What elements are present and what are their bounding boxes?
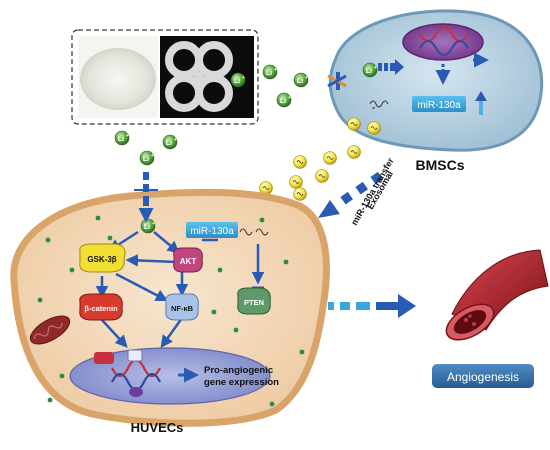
- cytoplasm-dot: [95, 215, 101, 221]
- angiogenesis-badge: Angiogenesis: [432, 364, 534, 388]
- svg-text:Li: Li: [234, 78, 240, 85]
- svg-text:NF-κB: NF-κB: [171, 304, 194, 313]
- cytoplasm-dot: [47, 397, 53, 403]
- cytoplasm-dot: [59, 373, 65, 379]
- dashed-frame: [71, 29, 259, 125]
- svg-text:Li: Li: [143, 156, 149, 163]
- bmsc-nucleus: [402, 23, 484, 61]
- huvec-mirna-strands: [239, 228, 269, 236]
- bmsc-dna-icon: [419, 26, 469, 56]
- angiogenesis-arrow: [328, 294, 416, 318]
- svg-text:PTEN: PTEN: [244, 298, 264, 307]
- svg-text:Li: Li: [366, 68, 372, 75]
- cytoplasm-dot: [299, 349, 305, 355]
- li-ion-icon: Li+: [139, 150, 155, 166]
- li-ion-icon: Li+: [114, 130, 130, 146]
- exosome-icon: [367, 121, 381, 135]
- signaling-arrows: [95, 230, 265, 349]
- bmscs-label: BMSCs: [415, 157, 464, 173]
- cytoplasm-dot: [283, 259, 289, 265]
- svg-text:+: +: [374, 65, 377, 71]
- li-ion-icon: Li+: [293, 72, 309, 88]
- huvec-receptor: [134, 172, 158, 206]
- exosome-icon: [293, 155, 307, 169]
- bmsc-receptor: [327, 72, 347, 90]
- li-ion-icon: Li+: [362, 62, 378, 78]
- lithium-ions: Li+Li+Li+Li+Li+Li+Li+Li+Li+: [114, 62, 378, 234]
- scaffold-images-panel: [71, 29, 259, 125]
- cytoplasm-dot: [233, 327, 239, 333]
- blood-vessel-icon: [445, 249, 549, 341]
- svg-text:miR-130a: miR-130a: [417, 100, 461, 111]
- li-ion-icon: Li+: [276, 92, 292, 108]
- li-to-bmsc-arrow: [378, 59, 404, 75]
- beta-catenin-protein: β-catenin: [79, 293, 123, 321]
- huvecs-label: HUVECs: [131, 420, 184, 435]
- svg-text:Li: Li: [118, 136, 124, 143]
- svg-text:β-catenin: β-catenin: [84, 304, 118, 313]
- huvec-dna-icon: [94, 349, 161, 397]
- cytoplasm-dot: [107, 235, 113, 241]
- svg-text:+: +: [126, 133, 129, 139]
- bmsc-cell: miR-130a BMSCs: [327, 9, 544, 173]
- exosome-icon: [323, 151, 337, 165]
- gene-expression-line2: gene expression: [204, 377, 279, 388]
- exosome-icon: [293, 187, 307, 201]
- nfkb-protein: NF-κB: [165, 293, 199, 321]
- svg-text:Li: Li: [297, 78, 303, 85]
- huvec-mir-box: miR-130a: [186, 222, 238, 238]
- svg-text:AKT: AKT: [180, 257, 197, 266]
- exosome-icon: [289, 175, 303, 189]
- gsk3b-protein: GSK-3β: [79, 243, 126, 273]
- cytoplasm-dot: [259, 217, 265, 223]
- li-ion-icon: Li+: [162, 134, 178, 150]
- akt-protein: AKT: [173, 247, 203, 273]
- svg-text:+: +: [305, 75, 308, 81]
- li-ion-icon: Li+: [262, 64, 278, 80]
- cytoplasm-dot: [69, 267, 75, 273]
- cytoplasm-dot: [269, 401, 275, 407]
- exosome-icon: [347, 145, 361, 159]
- svg-text:+: +: [174, 137, 177, 143]
- pten-protein: PTEN: [237, 287, 271, 315]
- svg-text:miR-130a: miR-130a: [190, 226, 234, 237]
- cytoplasm-dot: [37, 297, 43, 303]
- gene-expression-line1: Pro-angiogenic: [204, 365, 273, 376]
- cytoplasm-dot: [211, 309, 217, 315]
- cytoplasm-dots: [37, 215, 305, 407]
- bmsc-mir-box: miR-130a: [412, 96, 466, 112]
- powder-photo: [78, 36, 158, 118]
- huvec-cell: Pro-angiogenic gene expression miR-13: [10, 172, 330, 435]
- svg-text:+: +: [274, 67, 277, 73]
- svg-text:+: +: [152, 221, 155, 227]
- svg-text:+: +: [151, 153, 154, 159]
- bmsc-upregulation-arrow-icon: [475, 91, 487, 115]
- exosome-icon: [315, 169, 329, 183]
- transfer-label-line2: miR-130a transfer: [349, 156, 396, 227]
- svg-text:GSK-3β: GSK-3β: [87, 255, 116, 264]
- exosome-icon: [347, 117, 361, 131]
- li-ion-icon: Li+: [230, 72, 246, 88]
- svg-text:Li: Li: [144, 224, 150, 231]
- cytoplasm-dot: [217, 267, 223, 273]
- li-ion-icon: Li+: [140, 218, 156, 234]
- exosomal-transfer-arrow: Exosomal miR-130a transfer: [318, 156, 396, 227]
- svg-text:Li: Li: [280, 98, 286, 105]
- svg-text:Li: Li: [166, 140, 172, 147]
- svg-text:+: +: [242, 75, 245, 81]
- mitochondrion-icon: [29, 315, 71, 345]
- angiogenesis-label: Angiogenesis: [447, 370, 519, 384]
- svg-text:Li: Li: [266, 70, 272, 77]
- cytoplasm-dot: [45, 237, 51, 243]
- bmsc-mirna-strands: [369, 100, 389, 109]
- svg-text:+: +: [288, 95, 291, 101]
